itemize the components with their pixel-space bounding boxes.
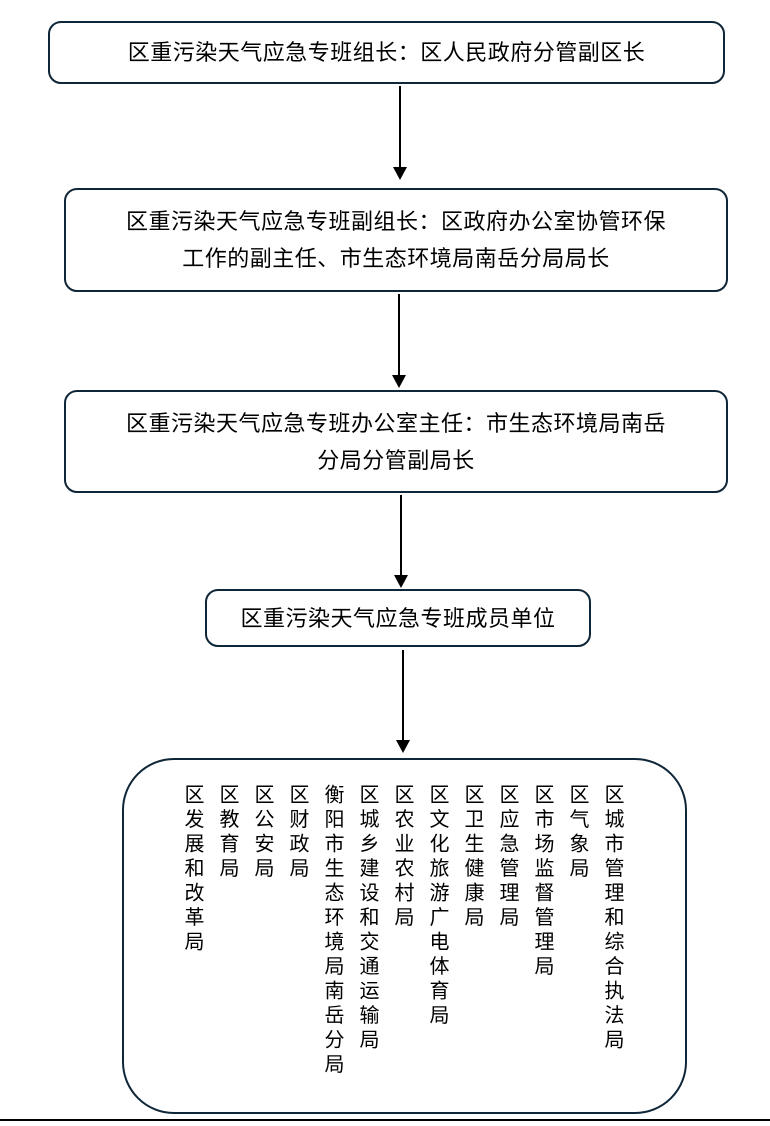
connector-arrow-down-4 — [395, 650, 411, 753]
flow-node-office-director-text-line1: 区重污染天气应急专班办公室主任：市生态环境局南岳 — [125, 410, 666, 436]
member-unit-column: 区文化旅游广电体育局 — [426, 784, 448, 1029]
arrow-head-icon — [394, 575, 408, 588]
member-unit-column: 区城乡建设和交通运输局 — [356, 784, 378, 1054]
member-unit-column: 区应急管理局 — [496, 784, 518, 931]
flow-node-office-director: 区重污染天气应急专班办公室主任：市生态环境局南岳 分局分管副局长 — [64, 390, 728, 493]
arrow-shaft — [399, 86, 401, 169]
flow-node-leader-text: 区重污染天气应急专班组长：区人民政府分管副区长 — [127, 40, 646, 65]
flow-node-deputy-leader-text-line1: 区重污染天气应急专班副组长：区政府办公室协管环保 — [125, 209, 666, 234]
flow-node-deputy-leader: 区重污染天气应急专班副组长：区政府办公室协管环保 工作的副主任、市生态环境局南岳… — [64, 188, 728, 292]
connector-arrow-down-1 — [392, 86, 408, 180]
arrow-head-icon — [392, 375, 406, 388]
member-unit-column: 区农业农村局 — [391, 784, 413, 931]
member-unit-column: 区城市管理和综合执法局 — [601, 784, 623, 1054]
flow-node-office-director-text-line2: 分局分管副局长 — [317, 447, 475, 473]
arrow-shaft — [402, 650, 404, 742]
flow-node-member-units-title: 区重污染天气应急专班成员单位 — [205, 589, 591, 647]
page-bottom-rule — [0, 1119, 770, 1121]
member-units-box: 区发展和改革局区教育局区公安局区财政局衡阳市生态环境局南岳分局区城乡建设和交通运… — [122, 758, 687, 1114]
member-unit-column: 区气象局 — [566, 784, 588, 882]
member-units-list: 区发展和改革局区教育局区公安局区财政局衡阳市生态环境局南岳分局区城乡建设和交通运… — [181, 784, 675, 1102]
flow-node-member-units-title-text: 区重污染天气应急专班成员单位 — [240, 605, 556, 631]
arrow-head-icon — [396, 740, 410, 753]
connector-arrow-down-3 — [393, 495, 409, 588]
arrow-head-icon — [393, 167, 407, 180]
member-unit-column: 区卫生健康局 — [461, 784, 483, 931]
arrow-shaft — [398, 294, 400, 377]
connector-arrow-down-2 — [391, 294, 407, 388]
member-unit-column: 区财政局 — [286, 784, 308, 882]
member-unit-column: 区教育局 — [216, 784, 238, 882]
member-unit-column: 区公安局 — [251, 784, 273, 882]
flow-node-leader: 区重污染天气应急专班组长：区人民政府分管副区长 — [48, 21, 725, 84]
flow-node-deputy-leader-text-line2: 工作的副主任、市生态环境局南岳分局局长 — [182, 246, 610, 271]
member-unit-column: 区发展和改革局 — [181, 784, 203, 956]
member-unit-column: 区市场监督管理局 — [531, 784, 553, 980]
member-unit-column: 衡阳市生态环境局南岳分局 — [321, 784, 343, 1078]
arrow-shaft — [400, 495, 402, 577]
